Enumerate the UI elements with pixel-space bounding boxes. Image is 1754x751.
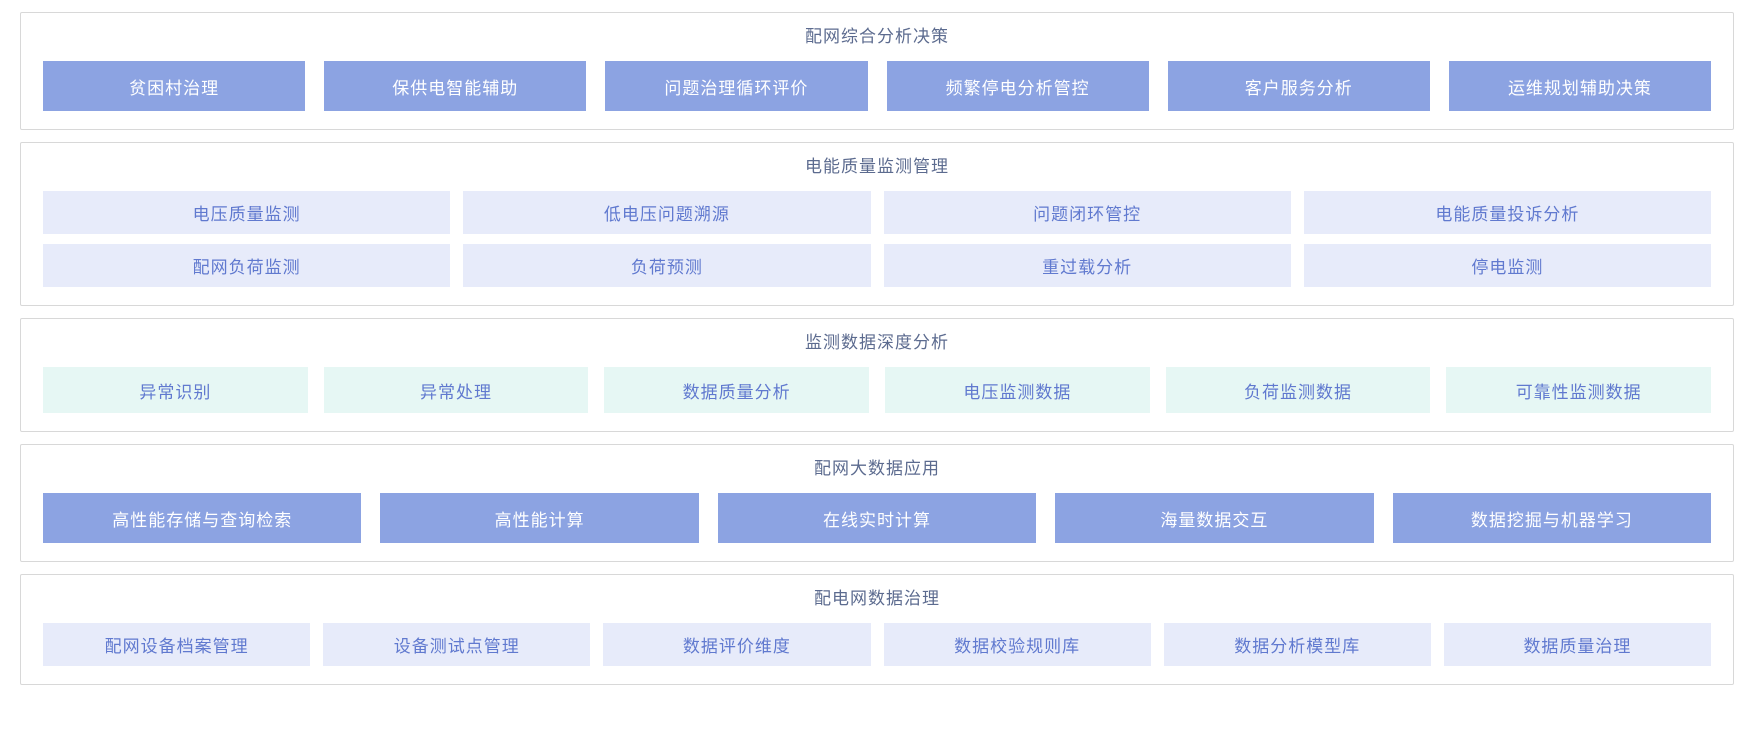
module-button[interactable]: 负荷预测 (463, 244, 871, 287)
button-row: 配网设备档案管理 设备测试点管理 数据评价维度 数据校验规则库 数据分析模型库 … (43, 623, 1712, 666)
module-button[interactable]: 高性能存储与查询检索 (43, 493, 362, 543)
section-title: 监测数据深度分析 (805, 333, 949, 352)
module-button[interactable]: 问题闭环管控 (883, 191, 1291, 234)
module-button[interactable]: 数据质量分析 (604, 367, 870, 413)
section-panel-big-data-application: 配网大数据应用 高性能存储与查询检索 高性能计算 在线实时计算 海量数据交互 数… (20, 444, 1734, 562)
module-button[interactable]: 频繁停电分析管控 (886, 61, 1149, 111)
section-panel-data-governance: 配电网数据治理 配网设备档案管理 设备测试点管理 数据评价维度 数据校验规则库 … (20, 574, 1734, 685)
module-button[interactable]: 在线实时计算 (717, 493, 1037, 543)
module-button[interactable]: 运维规划辅助决策 (1448, 61, 1712, 111)
section-title: 配网大数据应用 (814, 459, 940, 478)
module-button[interactable]: 客户服务分析 (1167, 61, 1430, 111)
module-button[interactable]: 可靠性监测数据 (1446, 367, 1712, 413)
section-title: 配电网数据治理 (814, 589, 940, 608)
section-panel-power-quality-monitoring: 电能质量监测管理 电压质量监测 低电压问题溯源 问题闭环管控 电能质量投诉分析 … (20, 142, 1734, 306)
section-title: 电能质量监测管理 (805, 157, 949, 176)
button-row: 贫困村治理 保供电智能辅助 问题治理循环评价 频繁停电分析管控 客户服务分析 运… (43, 61, 1712, 111)
module-button[interactable]: 异常识别 (43, 367, 308, 413)
section-panel-monitoring-data-analysis: 监测数据深度分析 异常识别 异常处理 数据质量分析 电压监测数据 负荷监测数据 … (20, 318, 1734, 432)
module-button[interactable]: 电能质量投诉分析 (1303, 191, 1711, 234)
module-button[interactable]: 数据校验规则库 (883, 623, 1151, 666)
module-button[interactable]: 重过载分析 (883, 244, 1291, 287)
module-button[interactable]: 保供电智能辅助 (324, 61, 587, 111)
section-title: 配网综合分析决策 (805, 27, 949, 46)
module-button[interactable]: 高性能计算 (380, 493, 699, 543)
module-button[interactable]: 贫困村治理 (43, 61, 306, 111)
module-button[interactable]: 海量数据交互 (1055, 493, 1374, 543)
module-button[interactable]: 数据质量治理 (1443, 623, 1712, 666)
module-button[interactable]: 配网设备档案管理 (43, 623, 311, 666)
module-button[interactable]: 停电监测 (1303, 244, 1711, 287)
section-panel-comprehensive-analysis: 配网综合分析决策 贫困村治理 保供电智能辅助 问题治理循环评价 频繁停电分析管控… (20, 12, 1734, 130)
module-button[interactable]: 数据挖掘与机器学习 (1392, 493, 1712, 543)
module-button[interactable]: 低电压问题溯源 (463, 191, 871, 234)
button-row: 电压质量监测 低电压问题溯源 问题闭环管控 电能质量投诉分析 (43, 191, 1711, 234)
module-button[interactable]: 配网负荷监测 (43, 244, 451, 287)
module-button[interactable]: 负荷监测数据 (1165, 367, 1431, 413)
module-button[interactable]: 数据评价维度 (603, 623, 871, 666)
button-row: 高性能存储与查询检索 高性能计算 在线实时计算 海量数据交互 数据挖掘与机器学习 (43, 493, 1712, 543)
module-button[interactable]: 异常处理 (323, 367, 589, 413)
module-button[interactable]: 设备测试点管理 (323, 623, 591, 666)
button-row: 配网负荷监测 负荷预测 重过载分析 停电监测 (43, 244, 1711, 287)
module-button[interactable]: 电压质量监测 (43, 191, 451, 234)
button-row: 异常识别 异常处理 数据质量分析 电压监测数据 负荷监测数据 可靠性监测数据 (43, 367, 1712, 413)
module-button[interactable]: 数据分析模型库 (1163, 623, 1431, 666)
module-button[interactable]: 电压监测数据 (885, 367, 1150, 413)
module-button[interactable]: 问题治理循环评价 (605, 61, 868, 111)
